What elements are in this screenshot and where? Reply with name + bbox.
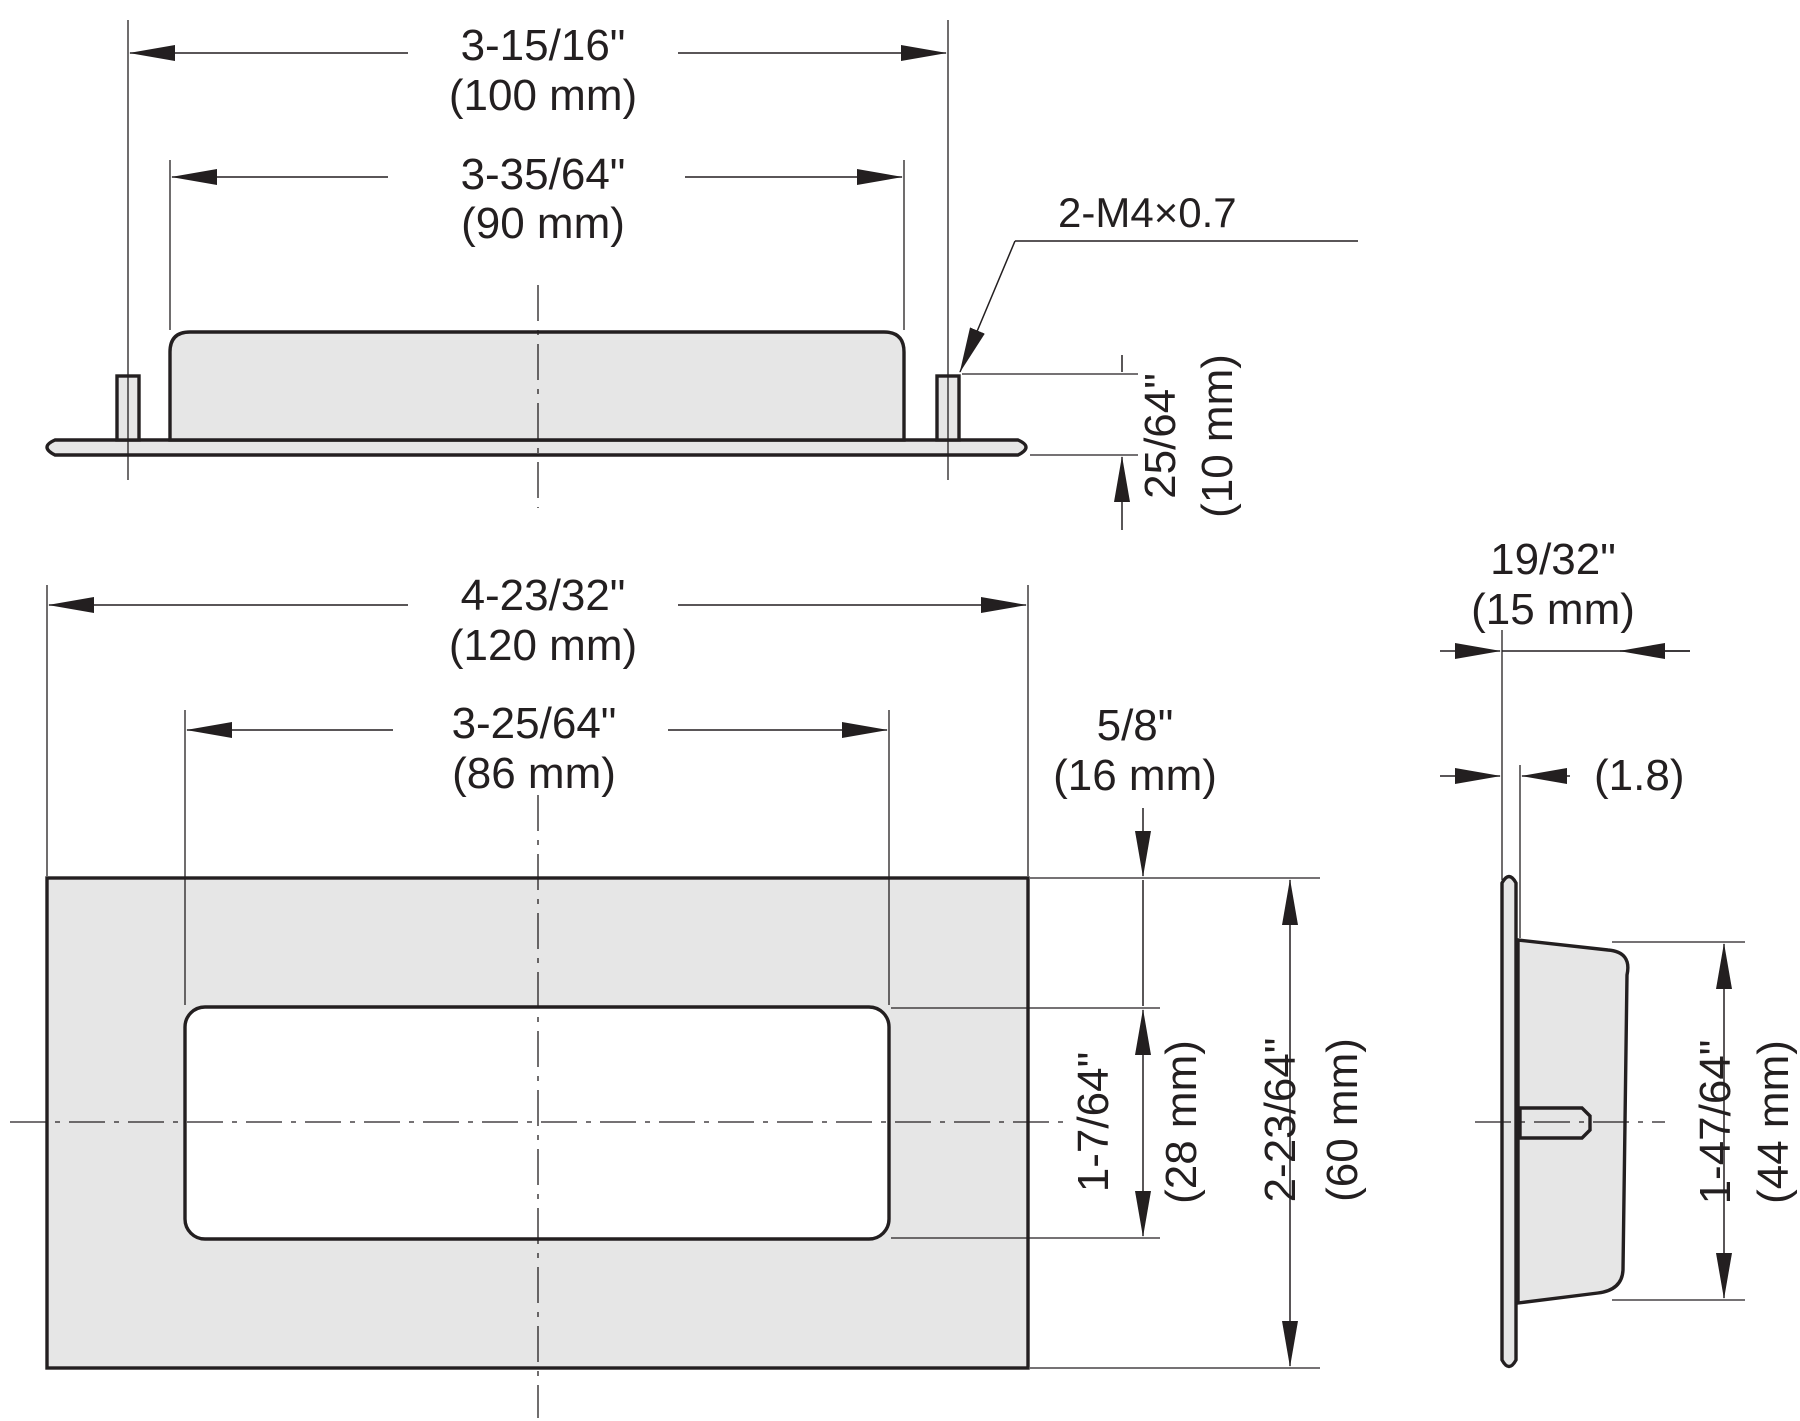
side-stud [1518, 1106, 1592, 1140]
thread-label: 2-M4×0.7 [1058, 189, 1237, 236]
recess-outline [183, 1005, 891, 1241]
dim-label-mount-spacing-inch: 3-15/16" [461, 21, 626, 70]
dim-label-overall-width-inch: 2-23/64" [1256, 1038, 1305, 1203]
dim-label-recess-width-mm: (28 mm) [1157, 1040, 1206, 1204]
dim-label-cup-length-mm: (90 mm) [461, 199, 625, 248]
side-view: 19/32" (15 mm) (1.8) 1-47/64" (44 mm) [1440, 535, 1798, 1369]
dim-label-depth-mm: (15 mm) [1471, 585, 1635, 634]
dim-label-recess-length-inch: 3-25/64" [452, 699, 617, 748]
dim-label-depth-inch: 19/32" [1490, 535, 1616, 584]
leader-arrow [959, 240, 1016, 373]
dim-label-recess-length-mm: (86 mm) [452, 749, 616, 798]
dim-label-overall-length-mm: (120 mm) [449, 621, 637, 670]
dim-label-cup-height-inch: 1-47/64" [1691, 1040, 1740, 1205]
dim-label-recess-offset-mm: (16 mm) [1053, 751, 1217, 800]
dim-label-mount-spacing-mm: (100 mm) [449, 71, 637, 120]
cup-profile [168, 330, 906, 442]
dim-label-overall-length-inch: 4-23/32" [461, 571, 626, 620]
dim-label-overall-width-mm: (60 mm) [1318, 1038, 1367, 1202]
top-view: 3-15/16" (100 mm) 3-35/64" (90 mm) 2-M4×… [45, 20, 1358, 530]
dim-label-recess-offset-inch: 5/8" [1097, 701, 1174, 750]
dim-label-recess-width-inch: 1-7/64" [1069, 1052, 1118, 1192]
dim-label-flange-thickness: (1.8) [1594, 751, 1684, 800]
dim-label-cup-length-inch: 3-35/64" [461, 150, 626, 199]
flange-profile [45, 438, 1028, 457]
dim-label-stud-height-mm: (10 mm) [1193, 354, 1242, 518]
front-view: 4-23/32" (120 mm) 3-25/64" (86 mm) 5/8" … [10, 571, 1367, 1418]
dim-label-cup-height-mm: (44 mm) [1749, 1040, 1798, 1204]
dim-label-stud-height-inch: 25/64" [1136, 373, 1185, 499]
